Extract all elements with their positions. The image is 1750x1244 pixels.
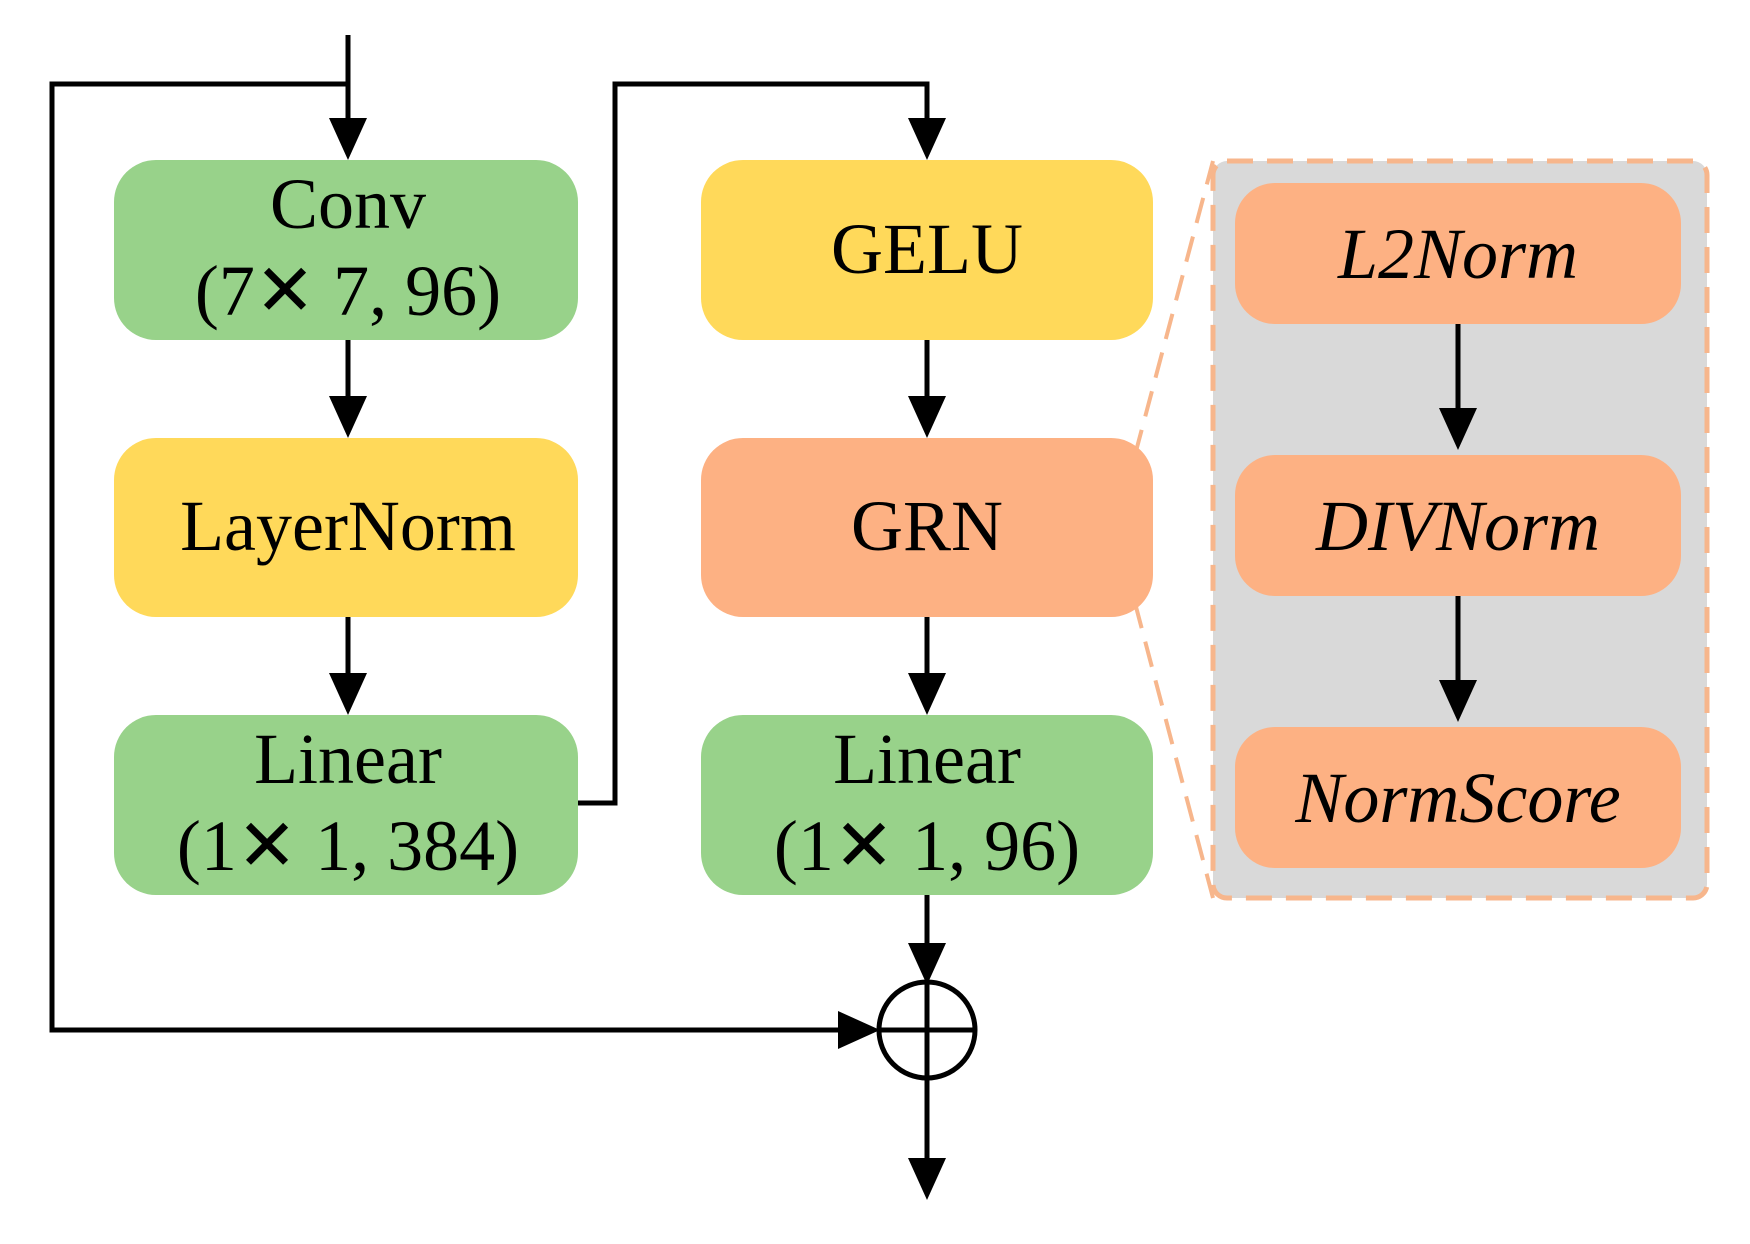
block-linear-96-params: (1✕ 1, 96) bbox=[774, 806, 1080, 886]
grn-step-l2norm-box bbox=[1235, 183, 1681, 324]
grn-step-normscore: NormScore bbox=[1235, 727, 1681, 868]
arrowhead-layernorm-icon bbox=[329, 396, 367, 438]
grn-step-normscore-label: NormScore bbox=[1294, 758, 1620, 838]
block-grn: GRN bbox=[701, 438, 1153, 617]
block-linear-384: Linear (1✕ 1, 384) bbox=[114, 715, 578, 895]
grn-step-l2norm: L2Norm bbox=[1235, 183, 1681, 324]
arrowhead-linear96-icon bbox=[908, 673, 946, 715]
block-gelu: GELU bbox=[701, 160, 1153, 340]
arrowhead-normscore-icon bbox=[1439, 680, 1477, 722]
block-linear-96: Linear (1✕ 1, 96) bbox=[701, 715, 1153, 895]
arrowheads bbox=[329, 118, 1477, 1200]
arrowhead-adder-top-icon bbox=[908, 943, 946, 985]
linear-to-gelu-line bbox=[578, 81, 930, 806]
grn-step-l2norm-label: L2Norm bbox=[1337, 214, 1578, 294]
block-layernorm-label: LayerNorm bbox=[180, 486, 516, 566]
connectors bbox=[49, 35, 1461, 1168]
zoom-line-top bbox=[1133, 160, 1215, 456]
circled-plus-icon bbox=[876, 979, 978, 1081]
arrowhead-gelu-icon bbox=[908, 118, 946, 160]
block-gelu-label: GELU bbox=[831, 209, 1023, 289]
block-grn-label: GRN bbox=[851, 486, 1003, 566]
grn-step-normscore-box bbox=[1235, 727, 1681, 868]
block-grn-box bbox=[701, 438, 1153, 617]
block-layernorm: LayerNorm bbox=[114, 438, 578, 617]
block-layernorm-box bbox=[114, 438, 578, 617]
block-conv-box bbox=[114, 160, 578, 340]
grn-step-divnorm-label: DIVNorm bbox=[1315, 486, 1600, 566]
block-gelu-box bbox=[701, 160, 1153, 340]
grn-step-divnorm-box bbox=[1235, 455, 1681, 596]
block-linear-384-title: Linear bbox=[254, 719, 442, 799]
arrowhead-input-icon bbox=[329, 118, 367, 160]
block-linear-384-params: (1✕ 1, 384) bbox=[177, 806, 519, 886]
grn-step-divnorm: DIVNorm bbox=[1235, 455, 1681, 596]
arrowhead-divnorm-icon bbox=[1439, 408, 1477, 450]
arrowhead-grn-icon bbox=[908, 396, 946, 438]
block-linear-96-box bbox=[701, 715, 1153, 895]
block-conv-params: (7✕ 7, 96) bbox=[195, 251, 501, 331]
residual-skip-line bbox=[49, 81, 858, 1033]
arrowhead-linear-icon bbox=[329, 673, 367, 715]
block-linear-384-box bbox=[114, 715, 578, 895]
block-linear-96-title: Linear bbox=[833, 719, 1021, 799]
zoom-line-bottom bbox=[1133, 602, 1215, 899]
arrowhead-output-icon bbox=[908, 1158, 946, 1200]
block-conv: Conv (7✕ 7, 96) bbox=[114, 160, 578, 340]
block-conv-title: Conv bbox=[270, 164, 426, 244]
arrowhead-adder-left-icon bbox=[838, 1011, 880, 1049]
